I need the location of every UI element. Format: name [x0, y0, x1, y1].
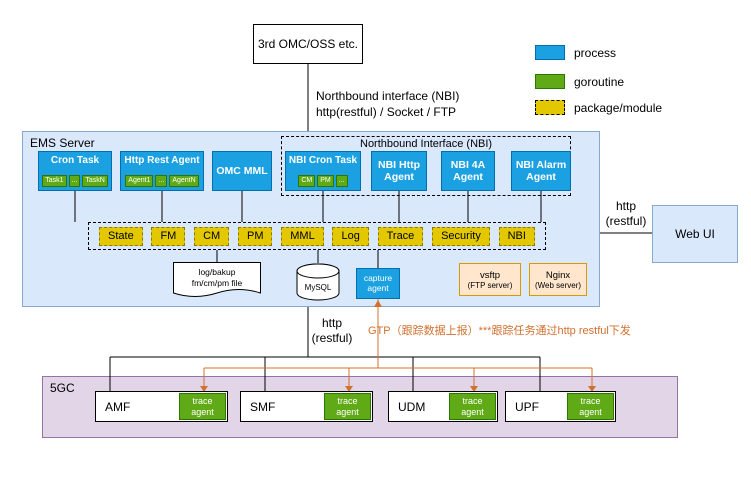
gtp-trace-links: [203, 299, 593, 390]
amf-trace-agent-label: trace agent: [191, 396, 214, 417]
amf-trace-agent-box: trace agent: [179, 393, 226, 420]
module-state: State: [99, 226, 143, 246]
nbi-cron-task-goroutines: CM PM ...: [298, 175, 348, 187]
nginx-label: Nginx: [545, 269, 571, 281]
upf-trace-agent-box: trace agent: [567, 393, 614, 420]
upf-trace-agent-label: trace agent: [579, 396, 602, 417]
module-nbi: NBI: [498, 226, 535, 246]
vsftp-sublabel: (FTP server): [467, 280, 513, 290]
module-security: Security: [432, 226, 490, 246]
nbi-group-title: Northbound Interface (NBI): [360, 138, 493, 150]
capture-agent-box: capture agent: [356, 268, 400, 299]
nf-smf-box: SMF trace agent: [240, 391, 373, 422]
black-connectors: [74, 64, 652, 391]
module-row: State FM CM PM MML Log Trace Security NB…: [88, 222, 546, 250]
goroutine-cm: CM: [298, 175, 316, 187]
goroutine-task1: Task1: [42, 175, 67, 187]
http-rest-agent-label: Http Rest Agent: [124, 155, 200, 166]
database-cylinder-icon: MySQL: [296, 263, 340, 301]
mysql-label: MySQL: [305, 283, 332, 292]
goroutine-pm: PM: [317, 175, 334, 187]
mysql-db: MySQL: [296, 263, 340, 301]
goroutine-agent-ellipsis: ...: [155, 175, 168, 187]
goroutine-agent1: Agent1: [125, 175, 154, 187]
nginx-box: Nginx (Web server): [529, 263, 587, 296]
legend-goroutine-swatch: [535, 74, 565, 89]
log-file-line1: log/bakup: [198, 267, 236, 277]
external-omc-oss-box: 3rd OMC/OSS etc.: [253, 24, 363, 64]
gtp-arrowheads: [200, 300, 596, 392]
nbi-http-agent-box: NBI Http Agent: [371, 151, 427, 191]
nbi-alarm-agent-label: NBI Alarm Agent: [515, 158, 567, 183]
south-link-line2: (restful): [311, 331, 353, 345]
legend-item-process: process: [535, 45, 616, 60]
legend-item-package: package/module: [535, 100, 662, 115]
legend-item-goroutine: goroutine: [535, 74, 624, 89]
nbi-cron-task-label: NBI Cron Task: [288, 155, 358, 166]
module-log: Log: [332, 226, 369, 246]
legend-process-swatch: [535, 45, 565, 60]
gtp-note: GTP（跟踪数据上报）***跟踪任务通过http restful下发: [368, 325, 631, 337]
legend-package-swatch: [535, 100, 565, 115]
cron-task-label: Cron Task: [50, 155, 100, 166]
ems-server-title: EMS Server: [30, 136, 95, 150]
nf-smf-label: SMF: [250, 399, 276, 414]
vsftp-label: vsftp: [479, 269, 501, 281]
web-link-line1: http: [615, 199, 636, 213]
web-link-label: http (restful): [602, 199, 650, 229]
log-file-shape: log/bakup fm/cm/pm file: [173, 262, 261, 302]
nbi-note-line1: Northbound interface (NBI): [316, 89, 460, 103]
nbi-http-agent-label: NBI Http Agent: [378, 158, 420, 183]
web-ui-label: Web UI: [675, 227, 715, 241]
goroutine-nbi-ellipsis: ...: [335, 175, 348, 187]
module-trace: Trace: [377, 226, 424, 246]
udm-trace-agent-label: trace agent: [461, 396, 484, 417]
nbi-alarm-agent-box: NBI Alarm Agent: [511, 151, 571, 191]
nbi-interface-note: Northbound interface (NBI) http(restful)…: [316, 88, 459, 120]
core-5gc-title: 5GC: [50, 381, 75, 395]
vsftp-box: vsftp (FTP server): [459, 263, 521, 296]
nf-amf-box: AMF trace agent: [95, 391, 228, 422]
cron-task-goroutines: Task1 ... TaskN: [42, 175, 108, 187]
nf-amf-label: AMF: [105, 399, 131, 414]
nginx-sublabel: (Web server): [534, 280, 582, 290]
nf-upf-label: UPF: [515, 399, 539, 414]
http-rest-agent-box: Http Rest Agent Agent1 ... AgentN: [120, 151, 204, 191]
module-pm: PM: [237, 226, 273, 246]
nf-udm-box: UDM trace agent: [388, 391, 498, 422]
goroutine-taskn: TaskN: [82, 175, 108, 187]
goroutine-agentn: AgentN: [169, 175, 199, 187]
cron-task-box: Cron Task Task1 ... TaskN: [38, 151, 112, 191]
udm-trace-agent-box: trace agent: [449, 393, 496, 420]
south-link-label: http (restful): [306, 316, 358, 346]
nbi-4a-agent-box: NBI 4A Agent: [441, 151, 495, 191]
smf-trace-agent-label: trace agent: [336, 396, 359, 417]
nbi-cron-task-box: NBI Cron Task CM PM ...: [285, 151, 361, 191]
capture-agent-label: capture agent: [363, 272, 393, 293]
legend-package-label: package/module: [574, 100, 663, 115]
nbi-note-line2: http(restful) / Socket / FTP: [316, 105, 457, 119]
external-omc-oss-label: 3rd OMC/OSS etc.: [257, 37, 359, 51]
module-fm: FM: [151, 226, 186, 246]
module-cm: CM: [194, 226, 230, 246]
web-link-line2: (restful): [605, 214, 647, 228]
south-link-line1: http: [321, 316, 342, 330]
legend-goroutine-label: goroutine: [574, 74, 625, 89]
log-file-line2: fm/cm/pm file: [191, 278, 243, 288]
nf-udm-label: UDM: [398, 399, 426, 414]
http-rest-agent-goroutines: Agent1 ... AgentN: [125, 175, 199, 187]
nbi-4a-agent-label: NBI 4A Agent: [450, 158, 486, 183]
log-file-label: log/bakup fm/cm/pm file: [173, 267, 261, 289]
web-ui-box: Web UI: [652, 205, 738, 263]
omc-mml-label: OMC MML: [216, 164, 268, 177]
goroutine-task-ellipsis: ...: [68, 175, 81, 187]
nf-upf-box: UPF trace agent: [505, 391, 616, 422]
module-mml: MML: [281, 226, 324, 246]
document-icon: [173, 262, 261, 297]
smf-trace-agent-box: trace agent: [324, 393, 371, 420]
legend-process-label: process: [574, 45, 617, 60]
omc-mml-box: OMC MML: [212, 151, 272, 191]
